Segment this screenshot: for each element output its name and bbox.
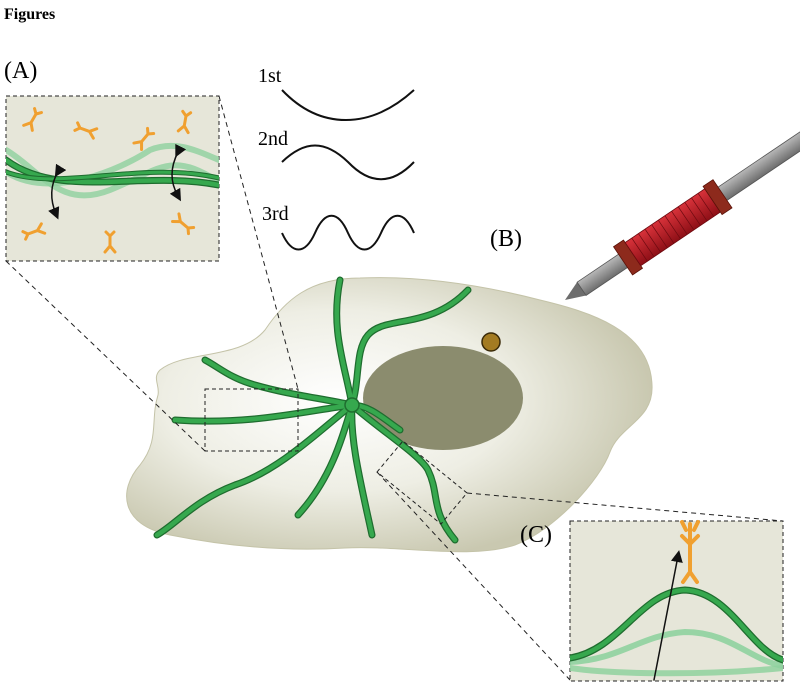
mode-label-3: 3rd bbox=[262, 203, 289, 225]
centrosome bbox=[344, 397, 360, 413]
mode-label-2: 2nd bbox=[258, 128, 288, 150]
nucleus bbox=[363, 346, 523, 450]
mode-label-1: 1st bbox=[258, 65, 282, 87]
panel-label-b: (B) bbox=[490, 226, 522, 252]
mode-wave-3 bbox=[281, 214, 415, 251]
motor-protein-c bbox=[680, 520, 700, 584]
microtubule-network bbox=[153, 276, 472, 544]
vibration-modes bbox=[281, 89, 415, 251]
inset-a bbox=[5, 95, 220, 262]
displacement-arrow bbox=[653, 550, 683, 681]
panel-label-c: (C) bbox=[520, 522, 552, 548]
electromagnetic-probe-icon bbox=[565, 119, 800, 300]
oscillation-arrow-right bbox=[169, 143, 187, 202]
mode-wave-2 bbox=[281, 144, 415, 181]
oscillation-arrow-left bbox=[48, 163, 67, 220]
magnetic-particle bbox=[481, 332, 501, 352]
figure-heading: Figures bbox=[4, 6, 56, 23]
mode-wave-1 bbox=[281, 89, 415, 121]
inset-c bbox=[569, 520, 784, 682]
panel-label-a: (A) bbox=[4, 58, 37, 84]
